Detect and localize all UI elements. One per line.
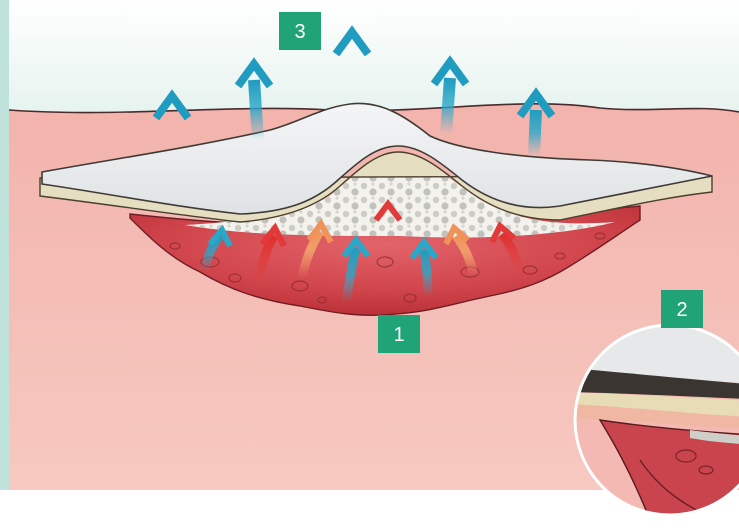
badge-3: 3 — [279, 12, 321, 50]
vapor-arrow-icon — [534, 110, 536, 156]
badge-1-label: 1 — [393, 324, 404, 346]
vapor-arrow-icon — [446, 78, 450, 134]
exudate-arrow-icon — [424, 250, 428, 296]
badge-2-label: 2 — [676, 299, 687, 321]
badge-3-label: 3 — [294, 21, 305, 43]
side-strip — [0, 0, 9, 490]
vapor-arrow-icon — [254, 80, 258, 140]
badge-2: 2 — [661, 290, 703, 328]
badge-1: 1 — [378, 315, 420, 353]
